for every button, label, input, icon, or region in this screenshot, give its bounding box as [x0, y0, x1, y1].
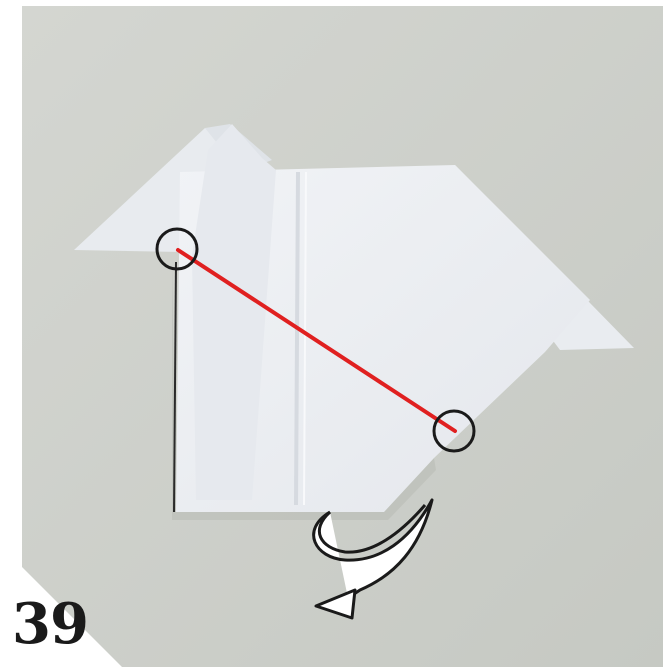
vertical-crease	[296, 172, 298, 505]
left-white-strip	[0, 0, 22, 667]
step-number: 39	[12, 596, 88, 652]
top-white-strip	[0, 0, 663, 6]
